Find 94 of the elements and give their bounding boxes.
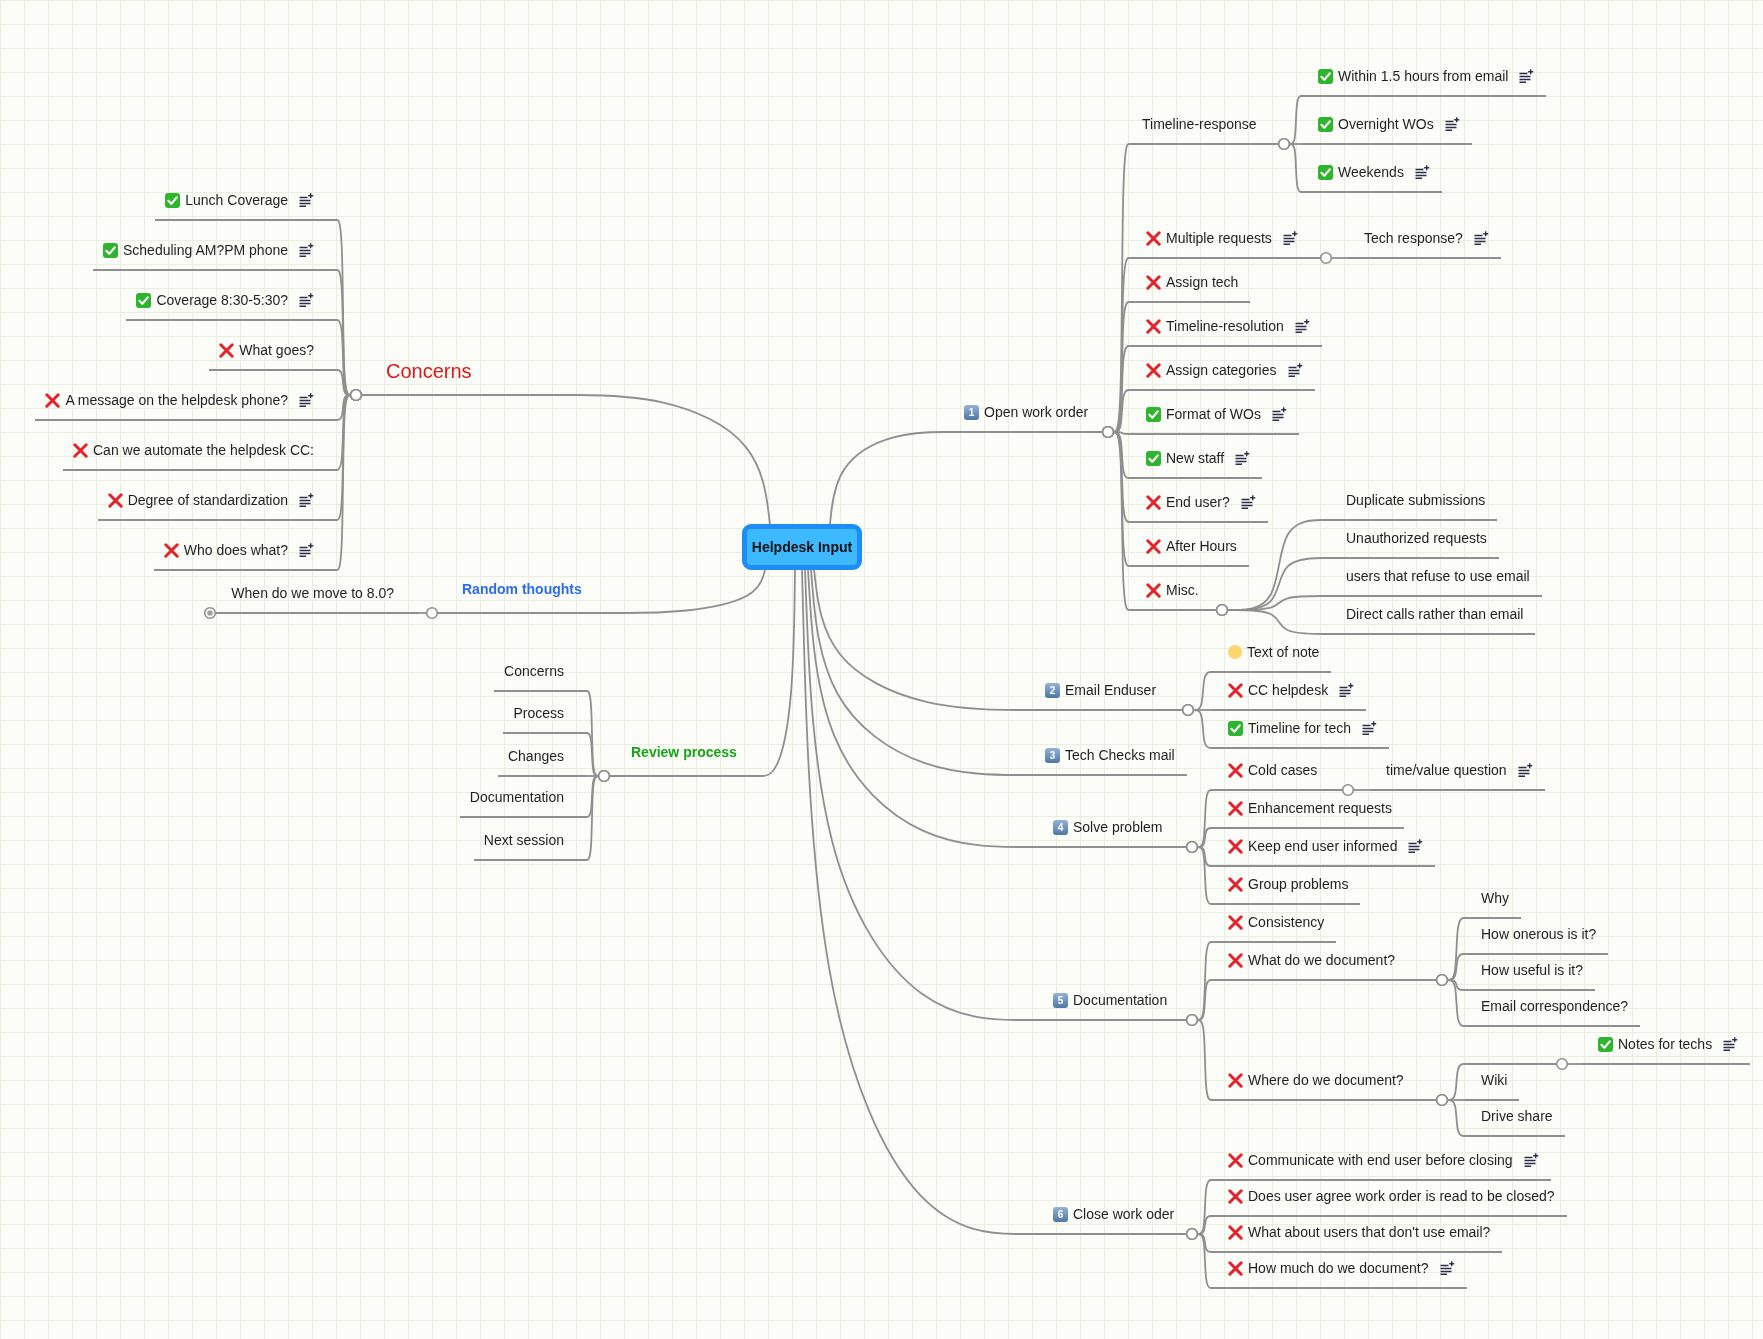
topic-label: Concerns (504, 662, 564, 680)
branch-line (807, 569, 1036, 848)
priority-badge: 1 (964, 404, 979, 420)
topic-label: A message on the helpdesk phone? (65, 391, 288, 409)
topic-label: Multiple requests (1166, 229, 1272, 247)
topic-label: Text of note (1247, 643, 1320, 661)
branch-line (1181, 703, 1213, 749)
branch-line (813, 569, 1036, 711)
priority-badge: 3 (1045, 747, 1060, 763)
topic-label: Overnight WOs (1338, 115, 1434, 133)
topic-label: Assign categories (1166, 361, 1277, 379)
topic-label: Wiki (1481, 1071, 1508, 1089)
topic-label: Why (1481, 889, 1509, 907)
topic-label: Who does what? (183, 541, 288, 559)
topic-label: Within 1.5 hours from email (1338, 67, 1509, 85)
topic-label: Consistency (1248, 913, 1325, 931)
topic-label: Random thoughts (462, 580, 582, 598)
topic-underline (1465, 1063, 1556, 1065)
topic-label: When do we move to 8.0? (231, 584, 394, 602)
topic-label: End user? (1166, 493, 1230, 511)
topic-label: Where do we document? (1248, 1071, 1404, 1089)
branch-line (759, 569, 796, 777)
topic-label: Tech Checks mail (1065, 746, 1175, 764)
topic-label: Scheduling AM?PM phone (123, 241, 288, 259)
branch-line (801, 569, 1036, 1235)
topic-label: Timeline-response (1142, 115, 1257, 133)
topic-label: What do we document? (1248, 951, 1396, 969)
branch-line (1555, 1057, 1583, 1071)
topic-label: Coverage 8:30-5:30? (156, 291, 288, 309)
topic-label: Helpdesk Input (751, 538, 853, 556)
topic-label: Group problems (1248, 875, 1349, 893)
topic-label: Changes (507, 747, 564, 765)
topic-label: How useful is it? (1481, 961, 1583, 979)
topic-label: Format of WOs (1166, 405, 1261, 423)
topic-label: Close work oder (1073, 1205, 1175, 1223)
branch-line (1277, 137, 1303, 193)
topic-label: Duplicate submissions (1346, 491, 1486, 509)
branch-line (829, 431, 956, 525)
topic-label: Lunch Coverage (185, 191, 288, 209)
topic-label: Communicate with end user before closing (1248, 1151, 1513, 1169)
branch-line (585, 769, 611, 861)
branch-line (559, 394, 771, 525)
topic-label: Next session (483, 831, 564, 849)
topic-label: Email Enduser (1065, 681, 1157, 699)
topic-label: Drive share (1481, 1107, 1553, 1125)
topic-label: time/value question (1386, 761, 1507, 779)
topic-label: Concerns (386, 359, 472, 383)
topic-label: Direct calls rather than email (1346, 605, 1524, 623)
topic-label: Review process (631, 743, 737, 761)
topic-label: Can we automate the helpdesk CC: (93, 441, 314, 459)
branch-line (1215, 603, 1331, 635)
topic-label: After Hours (1166, 537, 1237, 555)
priority-badge: 5 (1053, 992, 1068, 1008)
topic-label: Keep end user informed (1248, 837, 1398, 855)
topic-label: Open work order (984, 403, 1089, 421)
topic-label: Misc. (1166, 581, 1199, 599)
branch-line (417, 606, 439, 620)
branch-line (1185, 1013, 1213, 1101)
topic-label: Tech response? (1364, 229, 1463, 247)
branch-line (1185, 840, 1213, 905)
topic-label: Timeline-resolution (1166, 317, 1284, 335)
topic-label: Process (513, 704, 564, 722)
branch-line (1319, 251, 1349, 265)
topic-label: Weekends (1338, 163, 1404, 181)
branch-line (1435, 973, 1466, 1027)
topic-label: Unauthorized requests (1346, 529, 1487, 547)
priority-badge: 4 (1053, 819, 1068, 835)
topic-label: Assign tech (1166, 273, 1239, 291)
topic-label: Email correspondence? (1481, 997, 1629, 1015)
priority-badge: 6 (1053, 1206, 1068, 1222)
topic-label: What goes? (239, 341, 314, 359)
topic-label: New staff (1166, 449, 1225, 467)
branch-line (609, 569, 766, 614)
topic-label: users that refuse to use email (1346, 567, 1530, 585)
topic-label: Degree of standardization (127, 491, 288, 509)
topic-label: CC helpdesk (1248, 681, 1329, 699)
topic-label: Enhancement requests (1248, 799, 1392, 817)
topic-label: Notes for techs (1618, 1035, 1713, 1053)
topic-label: Cold cases (1248, 761, 1318, 779)
topic-label: Timeline for tech (1248, 719, 1351, 737)
topic-label: How onerous is it? (1481, 925, 1597, 943)
topic-label: Does user agree work order is read to be closed? (1248, 1187, 1555, 1205)
branch-line (1341, 783, 1371, 797)
topic-label: Documentation (1073, 991, 1168, 1009)
topic-label: How much do we document? (1248, 1259, 1429, 1277)
topic-label: Solve problem (1073, 818, 1163, 836)
topic-label: What about users that don't use email? (1248, 1223, 1491, 1241)
branch-line (1435, 1093, 1466, 1137)
central-topic (742, 524, 862, 570)
branch-line (804, 569, 1036, 1021)
priority-badge: 2 (1045, 682, 1060, 698)
branch-line (1185, 1227, 1213, 1289)
topic-label: Documentation (469, 788, 564, 806)
branch-line (810, 569, 1036, 776)
